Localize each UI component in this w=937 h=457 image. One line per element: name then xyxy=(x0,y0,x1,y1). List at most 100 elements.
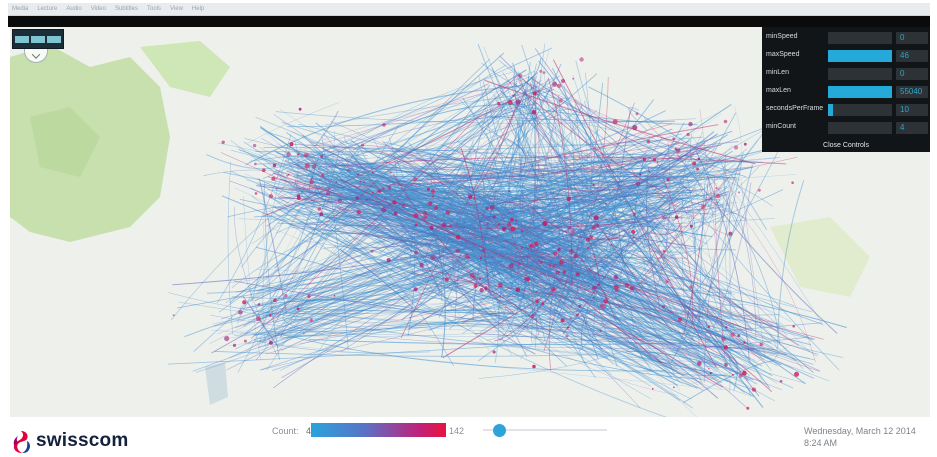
hotspot-dot xyxy=(254,192,258,195)
menu-item-audio[interactable]: Audio xyxy=(66,6,82,12)
flow-line xyxy=(276,107,543,191)
max-len-slider[interactable] xyxy=(828,86,892,98)
flow-line xyxy=(371,116,542,165)
flow-line xyxy=(590,195,681,281)
flow-line xyxy=(550,92,770,389)
max-speed-slider[interactable] xyxy=(828,50,892,62)
min-count-value[interactable]: 4 xyxy=(896,122,928,134)
flow-line xyxy=(645,252,711,372)
flow-line xyxy=(261,214,523,327)
time-slider-handle[interactable] xyxy=(492,424,506,437)
flow-line xyxy=(273,181,684,324)
flow-line xyxy=(486,182,543,203)
flow-line xyxy=(481,62,573,99)
max-speed-value[interactable]: 46 xyxy=(896,50,928,62)
flow-line xyxy=(511,62,609,311)
flow-line xyxy=(580,153,695,290)
min-len-value[interactable]: 0 xyxy=(896,68,928,80)
hotspot-dot xyxy=(381,207,387,213)
flow-line xyxy=(521,44,644,361)
flow-line xyxy=(390,144,701,153)
hotspot-dot xyxy=(723,345,728,350)
hotspot-dot xyxy=(534,241,539,247)
flow-line xyxy=(444,167,643,206)
flow-line xyxy=(498,81,557,192)
hotspot-dot xyxy=(791,181,794,184)
seconds-per-frame-value[interactable]: 10 xyxy=(896,104,928,116)
flow-line xyxy=(365,188,528,252)
hotspot-dot xyxy=(689,224,693,228)
menu-item-media[interactable]: Media xyxy=(12,6,29,12)
min-speed-value[interactable]: 0 xyxy=(896,32,928,44)
hotspot-dot xyxy=(558,259,564,265)
hotspot-dot xyxy=(556,83,562,88)
hotspot-dot xyxy=(592,183,595,187)
menu-item-view[interactable]: View xyxy=(170,6,183,12)
flow-line xyxy=(530,272,654,324)
min-count-slider[interactable] xyxy=(828,122,892,134)
hotspot-dot xyxy=(492,350,496,354)
flow-line xyxy=(458,157,675,216)
menu-item-help[interactable]: Help xyxy=(191,6,205,12)
flow-line xyxy=(275,169,286,196)
hotspot-dot xyxy=(252,143,257,148)
flow-line xyxy=(337,164,695,189)
flow-line xyxy=(613,234,763,360)
min-len-slider[interactable] xyxy=(828,68,892,80)
hotspot-dot xyxy=(243,339,247,343)
menu-item-lecture[interactable]: Lecture xyxy=(37,6,58,12)
hotspot-dot xyxy=(779,379,783,383)
flow-line xyxy=(675,174,696,356)
flow-line xyxy=(319,178,622,259)
time-slider-track[interactable] xyxy=(483,429,607,431)
control-label: minLen xyxy=(766,69,789,76)
slider-fill xyxy=(828,104,834,116)
flow-line xyxy=(273,295,484,312)
flow-line xyxy=(517,197,584,245)
hotspot-dot xyxy=(333,295,336,297)
flow-line xyxy=(325,189,680,401)
flow-line xyxy=(690,134,714,213)
max-len-value[interactable]: 55040 xyxy=(896,86,928,98)
toggle-segment xyxy=(15,35,29,43)
hotspot-dot xyxy=(325,191,330,196)
control-row-max-speed: maxSpeed 46 xyxy=(762,47,930,64)
flow-line xyxy=(273,246,486,389)
hotspot-dot xyxy=(631,229,636,234)
flow-line xyxy=(719,187,816,363)
flow-line xyxy=(498,325,751,359)
hotspot-dot xyxy=(677,317,683,322)
menu-item-video[interactable]: Video xyxy=(90,6,106,12)
min-speed-slider[interactable] xyxy=(828,32,892,44)
close-controls-button[interactable]: Close Controls xyxy=(823,142,869,149)
hotspot-dot xyxy=(586,246,590,250)
flow-line xyxy=(218,75,560,313)
flow-line xyxy=(632,157,645,245)
flow-map[interactable]: minSpeed 0 maxSpeed 46 minLen 0 maxLen 5… xyxy=(10,27,930,417)
flow-line xyxy=(681,148,688,323)
hotspot-dot xyxy=(639,173,642,176)
flow-line xyxy=(281,189,418,324)
flow-line xyxy=(241,174,344,268)
flow-line xyxy=(530,250,747,408)
flow-line xyxy=(702,124,770,208)
seconds-per-frame-slider[interactable] xyxy=(828,104,892,116)
hotspot-dot xyxy=(513,243,516,245)
hotspot-dot xyxy=(632,125,638,131)
control-row-min-count: minCount 4 xyxy=(762,119,930,136)
flow-line xyxy=(566,202,749,380)
hotspot-dot xyxy=(268,194,274,199)
flow-line xyxy=(310,151,461,182)
flow-line xyxy=(321,259,514,335)
menu-item-subtitles[interactable]: Subtitles xyxy=(114,6,138,12)
hotspot-dot xyxy=(604,202,607,205)
layers-toggle-icon[interactable] xyxy=(12,29,64,49)
flow-line xyxy=(353,154,647,186)
flow-line xyxy=(483,236,495,282)
hotspot-dot xyxy=(575,272,580,277)
flow-line xyxy=(281,210,657,379)
hotspot-dot xyxy=(697,157,701,161)
menu-item-tools[interactable]: Tools xyxy=(146,6,161,12)
flow-line xyxy=(491,287,701,384)
flow-line xyxy=(254,303,586,331)
